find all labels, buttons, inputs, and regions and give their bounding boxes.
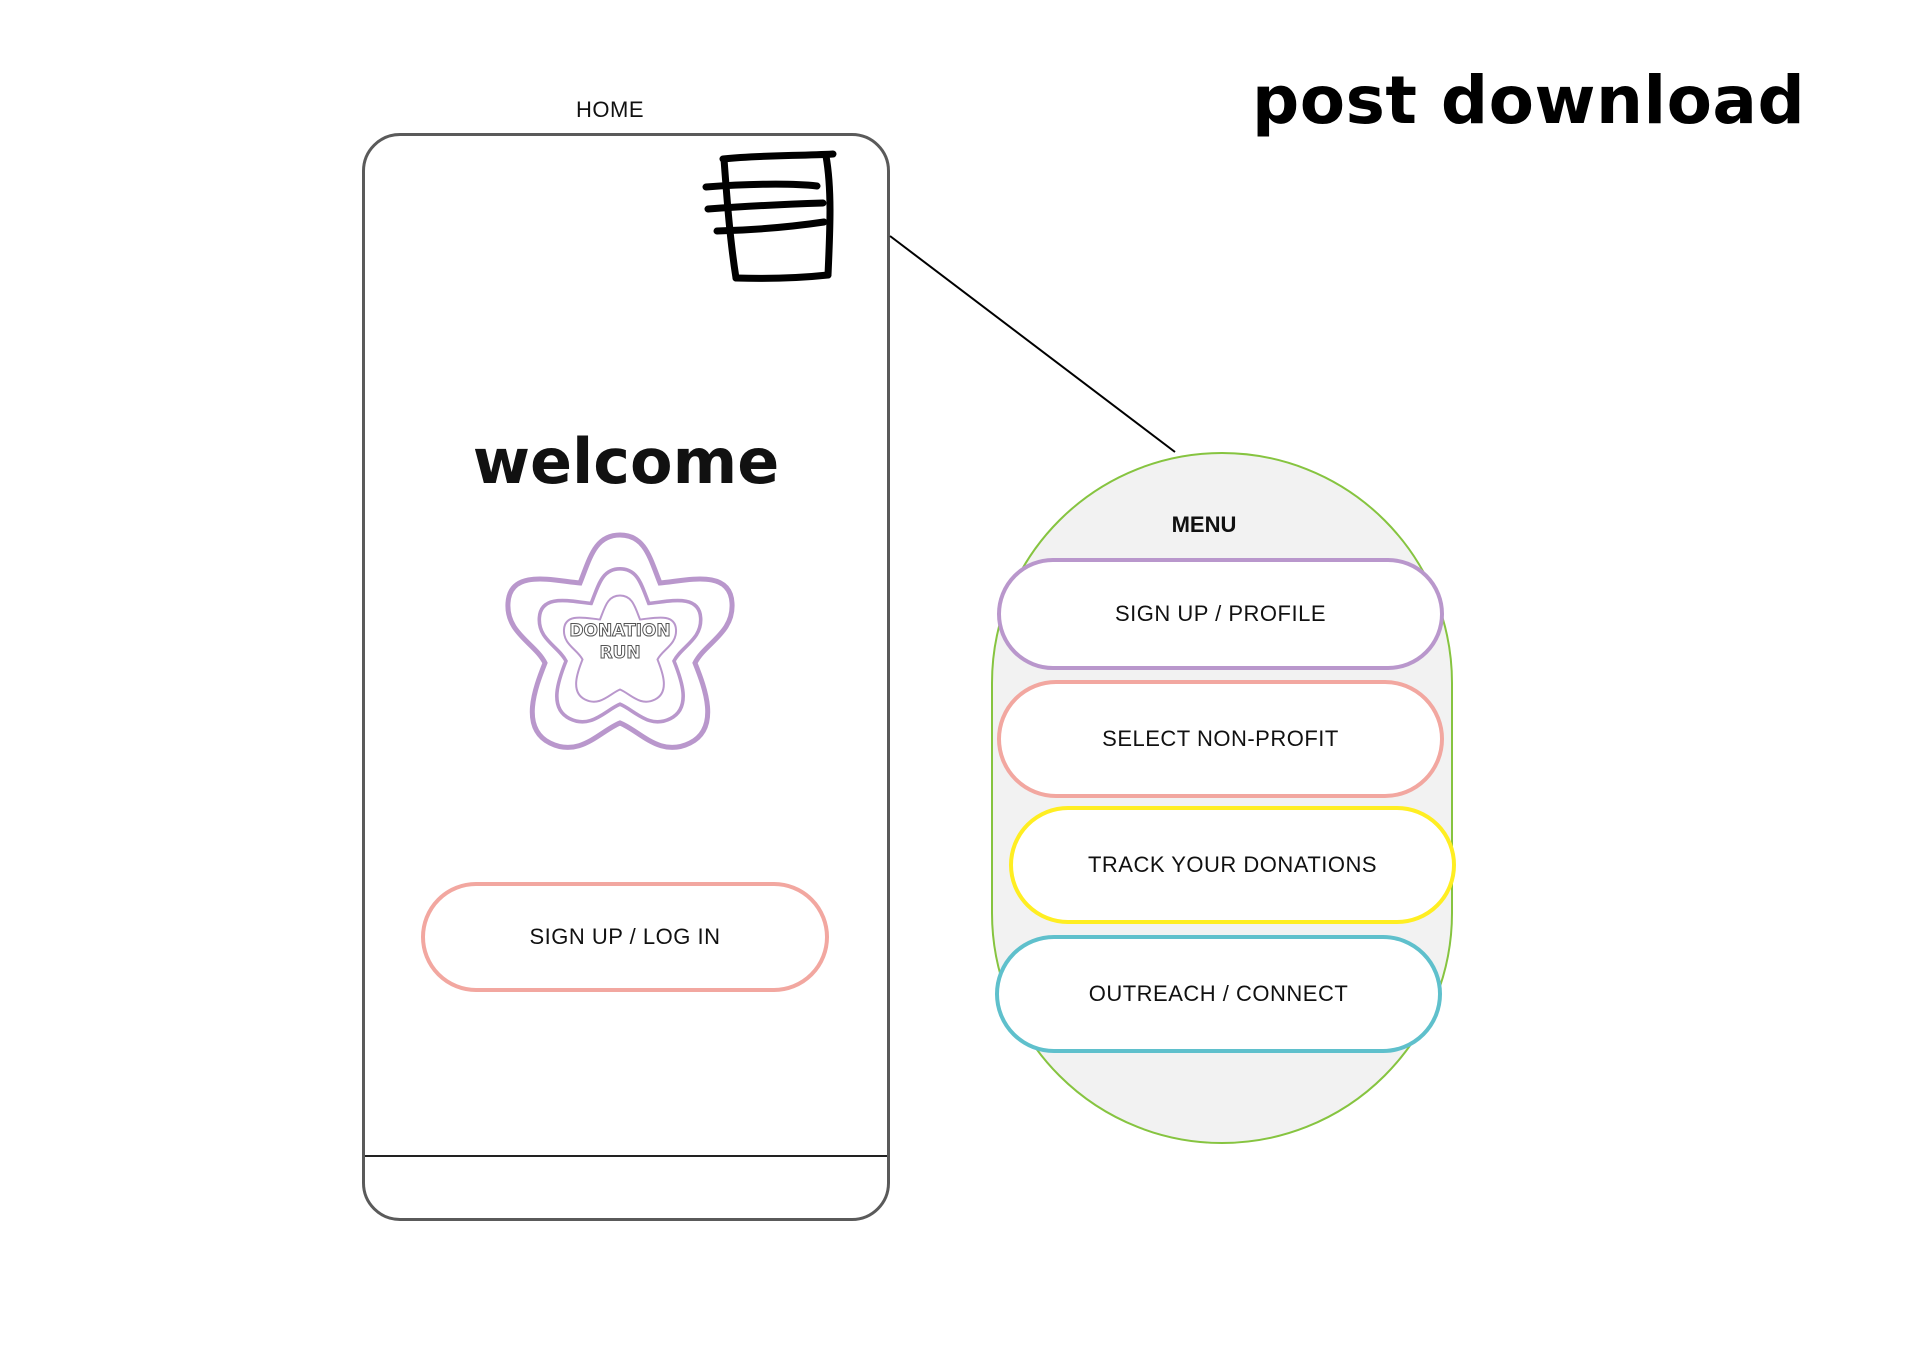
page-title: post download <box>1252 62 1806 139</box>
phone-frame <box>362 133 890 1221</box>
signup-login-button[interactable]: SIGN UP / LOG IN <box>421 882 829 992</box>
menu-item-track-donations[interactable]: TRACK YOUR DONATIONS <box>1009 806 1456 924</box>
home-screen-label: HOME <box>576 97 644 122</box>
logo-text: DONATION RUN <box>500 620 740 664</box>
logo-text-line2: RUN <box>599 643 641 664</box>
menu-icon[interactable] <box>700 150 840 290</box>
menu-item-outreach-connect[interactable]: OUTREACH / CONNECT <box>995 935 1442 1053</box>
welcome-heading: welcome <box>472 425 780 498</box>
menu-item-select-non-profit[interactable]: SELECT NON-PROFIT <box>997 680 1444 798</box>
menu-title: MENU <box>1171 512 1237 537</box>
phone-bottom-bar <box>365 1155 887 1157</box>
menu-item-signup-profile[interactable]: SIGN UP / PROFILE <box>997 558 1444 670</box>
logo-text-line1: DONATION <box>569 621 671 642</box>
